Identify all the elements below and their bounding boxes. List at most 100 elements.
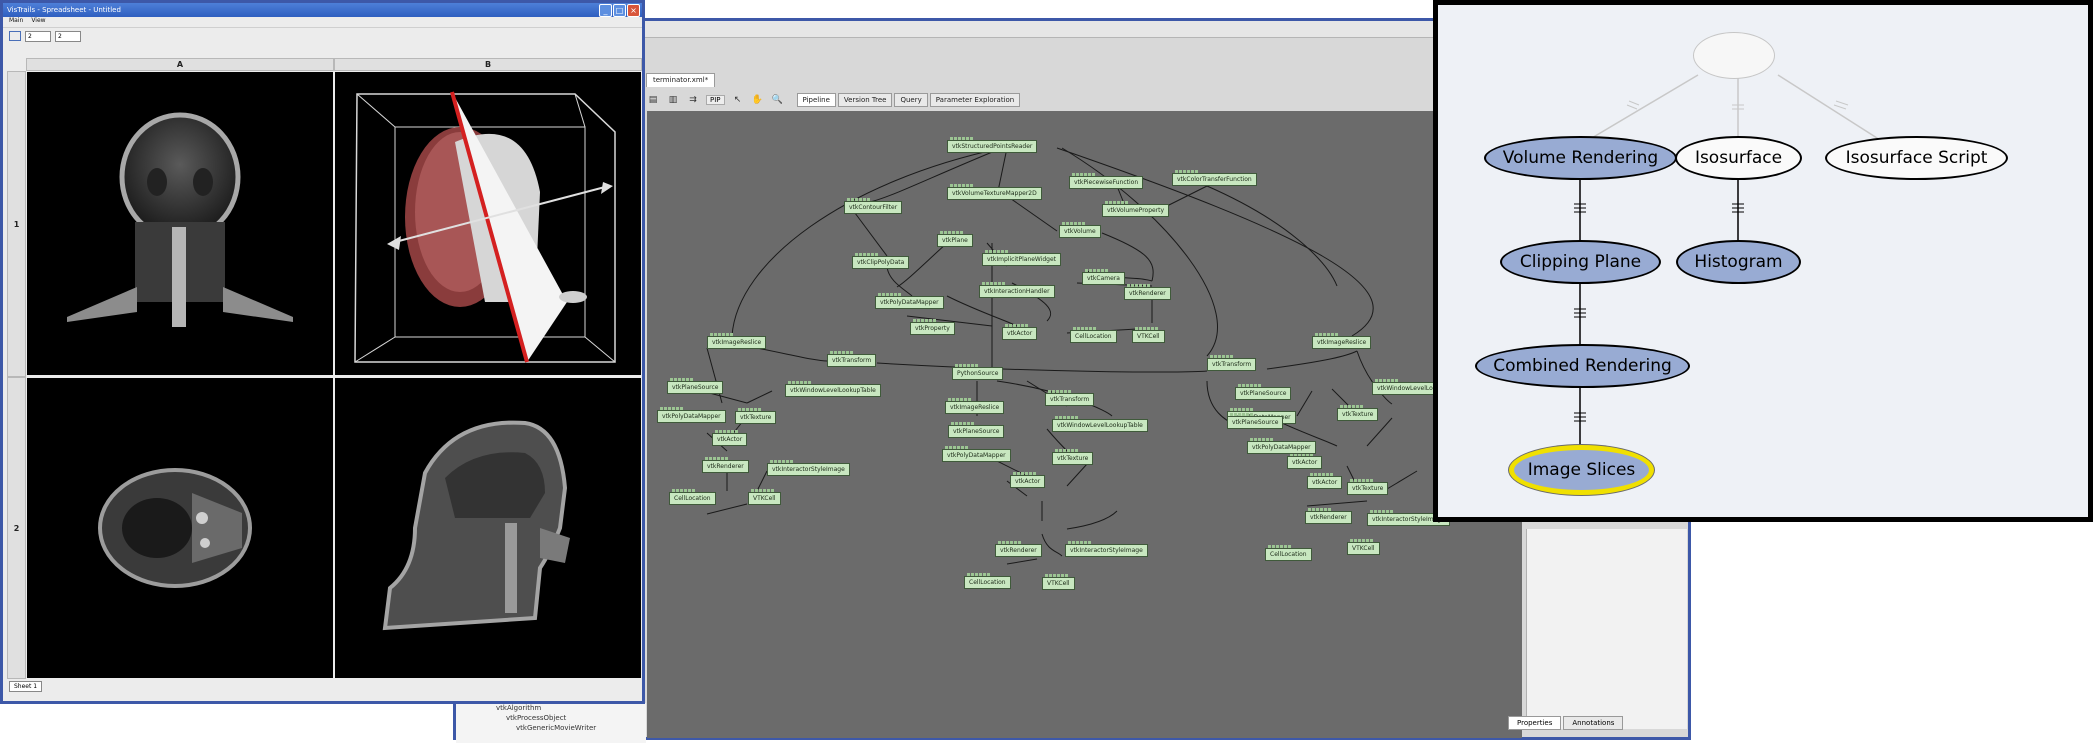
module-node[interactable]: vtkTransform (1045, 390, 1095, 406)
module-node[interactable]: vtkStructuredPointsReader (947, 137, 1038, 153)
tree-item[interactable]: vtkProcessObject (506, 714, 567, 722)
row-header-1[interactable]: 1 (7, 71, 26, 377)
tab-pipeline[interactable]: Pipeline (796, 93, 836, 107)
maximize-icon[interactable]: □ (613, 3, 626, 17)
module-node[interactable]: vtkPlane (937, 231, 973, 247)
module-node[interactable]: vtkTexture (1347, 479, 1389, 495)
version-node-isosurface[interactable]: Isosurface (1675, 136, 1802, 180)
tree-item[interactable]: vtkGenericMovieWriter (516, 724, 597, 732)
module-node[interactable]: vtkVolumeProperty (1102, 201, 1170, 217)
module-node[interactable]: vtkTexture (1337, 405, 1379, 421)
copy-icon[interactable]: ▤ (648, 95, 658, 105)
close-icon[interactable]: × (627, 3, 640, 17)
module-node[interactable]: vtkPolyDataMapper (657, 407, 726, 423)
module-node[interactable]: VTKCell (748, 489, 781, 505)
module-node[interactable]: vtkProperty (910, 319, 955, 335)
tab-properties[interactable]: Properties (1508, 716, 1562, 730)
module-node[interactable]: vtkRenderer (1305, 508, 1352, 524)
cell-a1-coronal-slice[interactable] (27, 72, 333, 375)
module-node[interactable]: vtkContourFilter (844, 198, 903, 214)
version-node-volume-rendering[interactable]: Volume Rendering (1484, 136, 1677, 180)
version-node-image-slices-current[interactable]: Image Slices (1509, 445, 1654, 495)
module-node[interactable]: vtkPiecewiseFunction (1069, 173, 1144, 189)
module-node[interactable]: VTKCell (1347, 539, 1380, 555)
document-tab[interactable]: terminator.xml* (646, 73, 716, 87)
column-header-a[interactable]: A (26, 58, 334, 71)
module-node[interactable]: CellLocation (669, 489, 716, 505)
tab-annotations[interactable]: Annotations (1563, 716, 1624, 730)
execute-icon[interactable]: ⇉ (689, 95, 697, 105)
zoom-icon[interactable]: 🔍 (771, 95, 784, 105)
module-node[interactable]: vtkVolumeTextureMapper2D (947, 184, 1042, 200)
module-node[interactable]: PythonSource (952, 364, 1004, 380)
module-node[interactable]: vtkClipPolyData (852, 253, 910, 269)
menu-main[interactable]: Main (9, 17, 24, 24)
pip-toggle-button[interactable]: PIP (706, 95, 725, 105)
row-header-2[interactable]: 2 (7, 377, 26, 679)
column-count-spinner[interactable]: 2 (55, 30, 81, 42)
minimize-icon[interactable]: _ (599, 3, 612, 17)
paste-icon[interactable]: ▥ (668, 95, 678, 105)
version-node-combined-rendering[interactable]: Combined Rendering (1475, 344, 1690, 388)
cell-b1-volume-render[interactable] (335, 72, 641, 375)
module-node[interactable]: vtkInteractorStyleImage (767, 460, 850, 476)
version-node-root[interactable] (1693, 32, 1775, 79)
module-node[interactable]: vtkTransform (1207, 355, 1257, 371)
version-node-isosurface-script[interactable]: Isosurface Script (1825, 136, 2008, 180)
module-node[interactable]: vtkPolyDataMapper (1247, 438, 1316, 454)
module-node[interactable]: vtkTexture (1052, 449, 1094, 465)
menu-view[interactable]: View (31, 17, 46, 24)
module-node[interactable]: vtkPlaneSource (667, 378, 724, 394)
tab-version-tree[interactable]: Version Tree (837, 93, 893, 107)
tab-parameter-exploration[interactable]: Parameter Exploration (929, 93, 1021, 107)
pan-hand-icon[interactable]: ✋ (751, 95, 764, 105)
module-node[interactable]: vtkPolyDataMapper (875, 293, 944, 309)
module-node[interactable]: vtkImageReslice (1312, 333, 1372, 349)
module-node[interactable]: vtkImplicitPlaneWidget (982, 250, 1062, 266)
module-node[interactable]: vtkInteractorStyleImage (1065, 541, 1148, 557)
module-node[interactable]: vtkActor (712, 430, 748, 446)
module-node[interactable]: vtkImageReslice (945, 398, 1005, 414)
module-node[interactable]: vtkInteractionHandler (979, 282, 1055, 298)
module-node[interactable]: vtkActor (1010, 472, 1046, 488)
tab-query[interactable]: Query (894, 93, 928, 107)
spreadsheet-titlebar: VisTrails - Spreadsheet - Untitled _ □ × (3, 3, 642, 17)
module-node[interactable]: CellLocation (1265, 545, 1312, 561)
version-node-clipping-plane[interactable]: Clipping Plane (1500, 240, 1661, 284)
module-node[interactable]: CellLocation (964, 573, 1011, 589)
module-node[interactable]: vtkWindowLevelLookupTable (1052, 416, 1148, 432)
module-node[interactable]: vtkImageReslice (707, 333, 767, 349)
cell-a2-axial-slice[interactable] (27, 378, 333, 678)
module-node[interactable]: vtkActor (1002, 324, 1038, 340)
module-node[interactable]: vtkPolyDataMapper (942, 446, 1011, 462)
version-tree-inset: Volume Rendering Isosurface Isosurface S… (1433, 0, 2093, 522)
spreadsheet-window: VisTrails - Spreadsheet - Untitled _ □ ×… (0, 0, 645, 704)
column-header-b[interactable]: B (334, 58, 642, 71)
module-node[interactable]: vtkActor (1307, 473, 1343, 489)
module-node[interactable]: VTKCell (1132, 327, 1165, 343)
module-node[interactable]: vtkActor (1287, 453, 1323, 469)
module-node[interactable]: vtkTransform (827, 351, 877, 367)
module-node[interactable]: vtkRenderer (1124, 284, 1171, 300)
sheet-layout-icon[interactable] (9, 31, 21, 41)
module-node[interactable]: vtkRenderer (702, 457, 749, 473)
module-node[interactable]: vtkTexture (735, 408, 777, 424)
module-node[interactable]: vtkPlaneSource (1235, 384, 1292, 400)
module-node[interactable]: VTKCell (1042, 574, 1075, 590)
module-node[interactable]: vtkVolume (1059, 222, 1101, 238)
pipeline-canvas[interactable]: vtkStructuredPointsReader vtkPiecewiseFu… (647, 111, 1522, 738)
cell-b2-sagittal-slice[interactable] (335, 378, 641, 678)
sheet-tab[interactable]: Sheet 1 (9, 681, 43, 692)
row-count-spinner[interactable]: 2 (25, 30, 51, 42)
module-node[interactable]: CellLocation (1070, 327, 1117, 343)
tree-item[interactable]: vtkAlgorithm (496, 704, 542, 712)
module-node[interactable]: vtkWindowLevelLookupTable (785, 381, 881, 397)
module-node[interactable]: vtkColorTransferFunction (1172, 170, 1257, 186)
module-node[interactable]: vtkRenderer (995, 541, 1042, 557)
menu-bar: Main View (3, 17, 642, 28)
module-node[interactable]: vtkPlaneSource (948, 422, 1005, 438)
version-node-histogram[interactable]: Histogram (1676, 240, 1801, 284)
module-node[interactable]: vtkCamera (1082, 269, 1125, 285)
pointer-icon[interactable]: ↖ (733, 95, 742, 105)
module-tree: vtkAlgorithm vtkProcessObject vtkGeneric… (456, 703, 646, 743)
